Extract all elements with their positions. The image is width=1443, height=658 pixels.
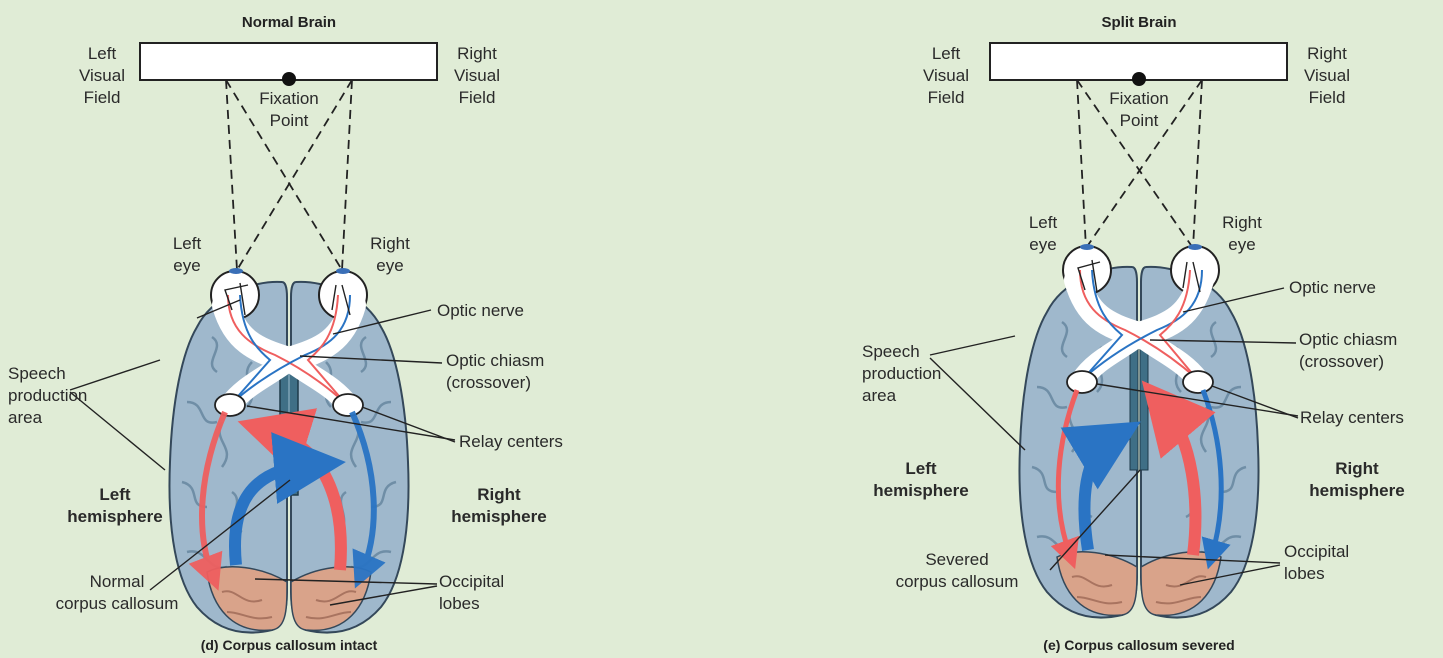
occipital-lobes-label: Occipital lobes xyxy=(1284,541,1349,585)
optic-chiasm-label: Optic chiasm (crossover) xyxy=(446,350,544,394)
fixation-point-label: Fixation Point xyxy=(250,88,328,132)
occipital-lobes-label: Occipital lobes xyxy=(439,571,504,615)
corpus-callosum-label: Severed corpus callosum xyxy=(882,549,1032,593)
optic-nerve-label: Optic nerve xyxy=(437,300,524,322)
right-visual-field-label: Right Visual Field xyxy=(1294,43,1360,109)
panel-title-split: Split Brain xyxy=(1050,12,1228,34)
right-eye-label: Right eye xyxy=(1214,212,1270,256)
optic-nerve-label: Optic nerve xyxy=(1289,277,1376,299)
left-hemisphere-label: Left hemisphere xyxy=(866,458,976,502)
right-eye-label: Right eye xyxy=(362,233,418,277)
speech-area-label: Speech production area xyxy=(862,341,941,407)
fixation-dot xyxy=(1132,72,1146,86)
caption-d: (d) Corpus callosum intact xyxy=(110,634,468,656)
right-visual-field-label: Right Visual Field xyxy=(444,43,510,109)
corpus-callosum-label: Normal corpus callosum xyxy=(42,571,192,615)
left-visual-field-label: Left Visual Field xyxy=(72,43,132,109)
relay-centers-label: Relay centers xyxy=(1300,407,1404,429)
left-hemisphere-label: Left hemisphere xyxy=(60,484,170,528)
fixation-point-label: Fixation Point xyxy=(1100,88,1178,132)
speech-area-label: Speech production area xyxy=(8,363,87,429)
panel-title-normal: Normal Brain xyxy=(200,12,378,34)
left-eye-label: Left eye xyxy=(1018,212,1068,256)
left-eye-label: Left eye xyxy=(162,233,212,277)
right-hemisphere-label: Right hemisphere xyxy=(440,484,558,528)
relay-centers-label: Relay centers xyxy=(459,431,563,453)
fixation-dot xyxy=(282,72,296,86)
right-hemisphere-label: Right hemisphere xyxy=(1298,458,1416,502)
optic-chiasm-label: Optic chiasm (crossover) xyxy=(1299,329,1397,373)
left-visual-field-label: Left Visual Field xyxy=(916,43,976,109)
caption-e: (e) Corpus callosum severed xyxy=(960,634,1318,656)
